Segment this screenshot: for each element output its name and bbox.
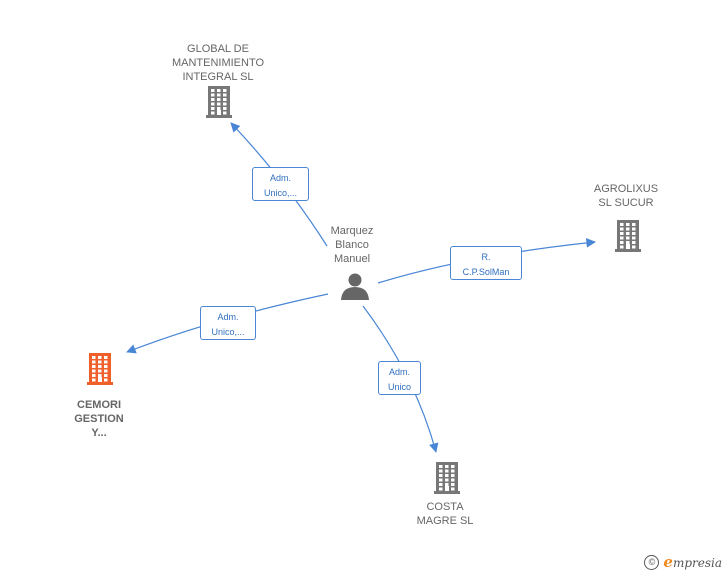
company-label-costa[interactable]: COSTA MAGRE SL bbox=[416, 501, 474, 527]
agrolixus-building-icon[interactable] bbox=[615, 220, 641, 252]
company-label-global[interactable]: GLOBAL DE MANTENIMIENTO INTEGRAL SL bbox=[171, 43, 265, 83]
edge-label-cemori[interactable]: Adm. Unico,... bbox=[200, 306, 256, 340]
footer: © empresia bbox=[644, 553, 722, 571]
edge-label-costa[interactable]: Adm. Unico bbox=[378, 361, 421, 395]
copyright-icon: © bbox=[644, 554, 660, 570]
edge-label-global[interactable]: Adm. Unico,... bbox=[252, 167, 309, 201]
cemori-building-icon[interactable] bbox=[87, 353, 113, 385]
person-icon[interactable] bbox=[341, 273, 369, 301]
edge-label-agrolixus[interactable]: R. C.P.SolMan bbox=[450, 246, 522, 280]
company-label-cemori[interactable]: CEMORI GESTION Y... bbox=[74, 399, 124, 439]
brand-logo[interactable]: empresia bbox=[663, 553, 722, 571]
costa-building-icon[interactable] bbox=[434, 462, 460, 494]
company-label-agrolixus[interactable]: AGROLIXUS SL SUCUR bbox=[593, 183, 659, 209]
center-person-label[interactable]: Marquez Blanco Manuel bbox=[330, 225, 374, 265]
global-building-icon[interactable] bbox=[206, 86, 232, 118]
